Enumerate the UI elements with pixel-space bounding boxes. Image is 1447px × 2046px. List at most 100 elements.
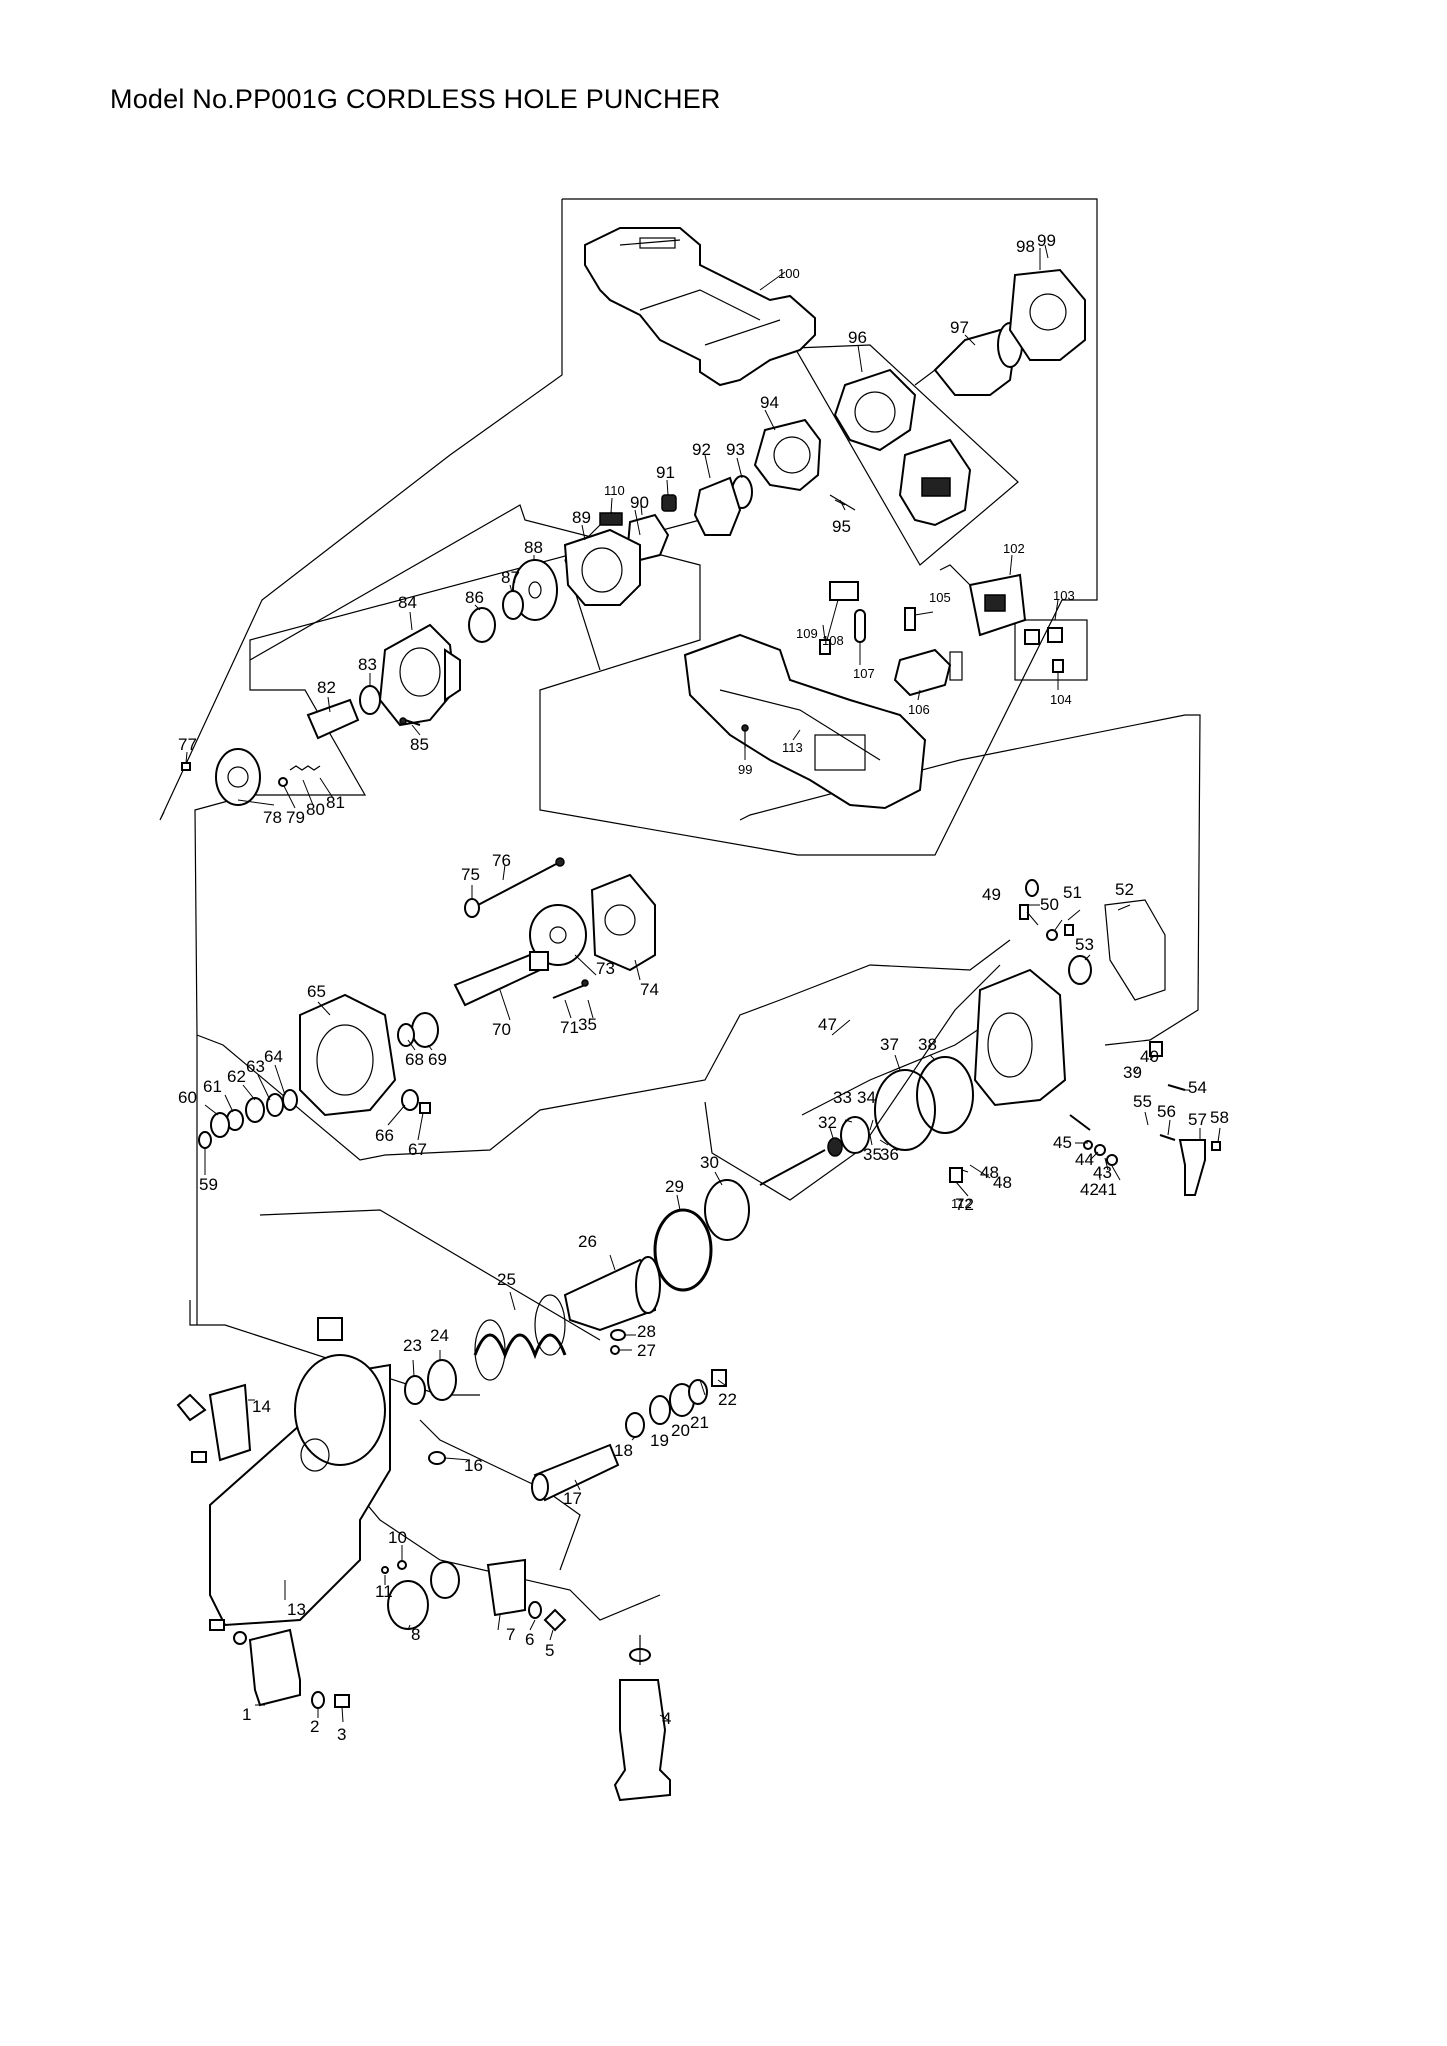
- part-label: 3: [337, 1725, 346, 1744]
- part-110: [599, 512, 623, 526]
- part-label: 73: [596, 959, 615, 978]
- part-label: 68: [405, 1050, 424, 1069]
- part-32: [827, 1137, 843, 1157]
- part-56: [1159, 1134, 1176, 1141]
- part-label: 89: [572, 508, 591, 527]
- part-label: 50: [1040, 895, 1059, 914]
- part-label: 45: [1053, 1133, 1072, 1152]
- bracket-1: [209, 1619, 301, 1707]
- pin-112: [759, 1149, 826, 1186]
- part-53: [1068, 955, 1092, 985]
- disc-33: [840, 1116, 870, 1154]
- part-label: 40: [1140, 1047, 1159, 1066]
- part-label: 92: [692, 440, 711, 459]
- part-label: 8: [411, 1625, 420, 1644]
- part-103: [1024, 627, 1063, 645]
- part-label: 79: [286, 808, 305, 827]
- part-label: 25: [497, 1270, 516, 1289]
- part-labels: 1 2 3 4 5 6 7 8 10 11 13 14 16 17 18 19 …: [178, 231, 1229, 1744]
- part-label: 59: [199, 1175, 218, 1194]
- o-ring-29: [653, 1208, 713, 1292]
- part-label: 37: [880, 1035, 899, 1054]
- part-label: 39: [1123, 1063, 1142, 1082]
- spring-80: [289, 765, 321, 771]
- part-16: [428, 1451, 446, 1465]
- part-label: 5: [545, 1641, 554, 1660]
- part-label: 43: [1093, 1163, 1112, 1182]
- part-label: 77: [178, 735, 197, 754]
- part-label: 85: [410, 735, 429, 754]
- part-label: 60: [178, 1088, 197, 1107]
- part-label: 81: [326, 793, 345, 812]
- part-label: 80: [306, 800, 325, 819]
- part-label: 72: [955, 1195, 974, 1214]
- part-label: 52: [1115, 880, 1134, 899]
- screw-99b: [741, 724, 749, 748]
- part-label: 87: [501, 568, 520, 587]
- bolt-22: [711, 1369, 727, 1387]
- bearing-60: [210, 1112, 230, 1138]
- part-label: 78: [263, 808, 282, 827]
- wing-bolt-5: [543, 1608, 567, 1632]
- ring-23: [404, 1375, 426, 1405]
- flange-74: [590, 873, 656, 972]
- part-label: 54: [1188, 1078, 1207, 1097]
- part-label: 26: [578, 1232, 597, 1251]
- switch-102: [939, 564, 1027, 637]
- nut-67: [419, 1102, 431, 1114]
- plate-7: [486, 1558, 526, 1617]
- ring-87: [502, 590, 524, 620]
- hydraulic-body-84: [378, 623, 461, 727]
- part-label: 2: [310, 1717, 319, 1736]
- part-label: 99: [1037, 231, 1056, 250]
- washer-64: [282, 1089, 298, 1111]
- page-title: Model No.PP001G CORDLESS HOLE PUNCHER: [110, 84, 721, 114]
- part-104: [1052, 659, 1064, 673]
- housing-cover-100: [584, 227, 816, 387]
- part-label: 108: [822, 633, 844, 648]
- part-label: 106: [908, 702, 930, 717]
- motor-bracket-94: [753, 418, 856, 511]
- part-label: 30: [700, 1153, 719, 1172]
- part-label: 22: [718, 1390, 737, 1409]
- side-handle-4: [613, 1635, 671, 1802]
- ram-70: [453, 951, 549, 1007]
- bolt-76: [477, 857, 565, 906]
- end-cap-78: [215, 748, 261, 806]
- part-108: [829, 581, 859, 601]
- ball-79: [278, 777, 288, 787]
- part-label: 13: [287, 1600, 306, 1619]
- part-label: 105: [929, 590, 951, 605]
- ring-68: [397, 1023, 415, 1047]
- part-label: 88: [524, 538, 543, 557]
- part-label: 23: [403, 1336, 422, 1355]
- part-label: 41: [1098, 1180, 1117, 1199]
- pin-77: [181, 762, 191, 771]
- part-label: 28: [637, 1322, 656, 1341]
- part-label: 56: [1157, 1102, 1176, 1121]
- part-label: 64: [264, 1047, 283, 1066]
- part-label: 90: [630, 493, 649, 512]
- part-label: 17: [563, 1489, 582, 1508]
- screw-85: [399, 717, 421, 726]
- part-label: 70: [492, 1020, 511, 1039]
- part-label: 19: [650, 1431, 669, 1450]
- part-label: 33: [833, 1088, 852, 1107]
- part-label: 65: [307, 982, 326, 1001]
- part-label: 71: [560, 1018, 579, 1037]
- spring-25: [473, 1294, 567, 1381]
- part-label: 63: [246, 1057, 265, 1076]
- part-label: 98: [1016, 237, 1035, 256]
- part-label: 10: [388, 1528, 407, 1547]
- gear-8: [387, 1561, 460, 1630]
- washer-6: [528, 1601, 542, 1619]
- part-label: 104: [1050, 692, 1072, 707]
- lower-housing-113: [683, 633, 927, 810]
- stator-96: [833, 368, 972, 527]
- part-label: 84: [398, 593, 417, 612]
- part-label: 21: [690, 1413, 709, 1432]
- plate-107: [854, 609, 866, 643]
- part-label: 99: [738, 762, 752, 777]
- part-label: 61: [203, 1077, 222, 1096]
- part-label: 62: [227, 1067, 246, 1086]
